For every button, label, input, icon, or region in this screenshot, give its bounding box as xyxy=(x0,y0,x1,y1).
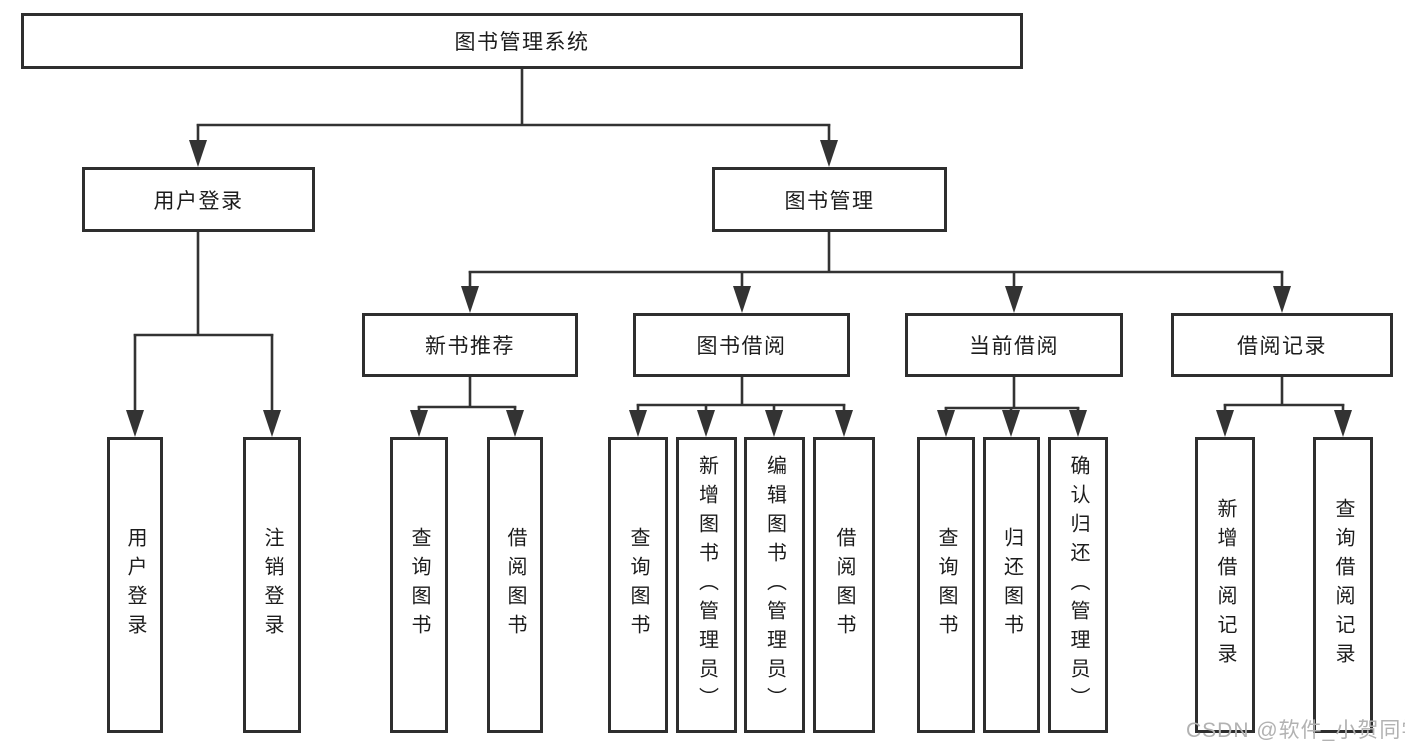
leaf-borrowing-add-books: 新增图书（管理员） xyxy=(676,437,737,733)
leaf-user-login: 用户登录 xyxy=(107,437,163,733)
node-library-system-label: 图书管理系统 xyxy=(454,31,590,54)
leaf-borrowing-borrow-books-label: 借阅图书 xyxy=(833,527,855,643)
leaf-logout-label: 注销登录 xyxy=(261,527,283,643)
csdn-watermark: CSDN @软件_小贺同学 xyxy=(1186,719,1405,742)
leaf-current-confirm-return: 确认归还（管理员） xyxy=(1048,437,1108,733)
leaf-current-confirm-return-label: 确认归还（管理员） xyxy=(1067,454,1089,716)
leaf-borrowing-query-books: 查询图书 xyxy=(608,437,668,733)
leaf-user-login-label: 用户登录 xyxy=(124,527,146,643)
leaf-records-add-record: 新增借阅记录 xyxy=(1195,437,1255,733)
leaf-borrowing-query-books-label: 查询图书 xyxy=(627,527,649,643)
leaf-borrowing-edit-books: 编辑图书（管理员） xyxy=(744,437,805,733)
node-user-login-label: 用户登录 xyxy=(153,189,244,213)
node-library-system: 图书管理系统 xyxy=(21,13,1023,69)
node-borrowing-records: 借阅记录 xyxy=(1171,313,1393,377)
leaf-records-query-record: 查询借阅记录 xyxy=(1313,437,1373,733)
leaf-current-return-books: 归还图书 xyxy=(983,437,1040,733)
leaf-current-query-books-label: 查询图书 xyxy=(935,527,957,643)
node-new-book-recommend: 新书推荐 xyxy=(362,313,578,377)
leaf-newbook-borrow-books: 借阅图书 xyxy=(487,437,543,733)
node-book-borrowing: 图书借阅 xyxy=(633,313,850,377)
node-book-borrowing-label: 图书借阅 xyxy=(696,335,787,358)
node-borrowing-records-label: 借阅记录 xyxy=(1237,335,1327,358)
leaf-newbook-query-books: 查询图书 xyxy=(390,437,448,733)
leaf-borrowing-edit-books-label: 编辑图书（管理员） xyxy=(763,454,786,716)
leaf-current-query-books: 查询图书 xyxy=(917,437,975,733)
leaf-newbook-borrow-books-label: 借阅图书 xyxy=(504,527,526,643)
node-current-borrowing: 当前借阅 xyxy=(905,313,1123,377)
leaf-current-return-books-label: 归还图书 xyxy=(1000,527,1023,643)
leaf-records-query-record-label: 查询借阅记录 xyxy=(1332,498,1354,672)
node-book-management-label: 图书管理 xyxy=(784,189,875,213)
node-new-book-recommend-label: 新书推荐 xyxy=(425,335,515,358)
leaf-borrowing-add-books-label: 新增图书（管理员） xyxy=(695,454,718,716)
leaf-records-add-record-label: 新增借阅记录 xyxy=(1214,498,1236,672)
node-book-management: 图书管理 xyxy=(712,167,947,232)
leaf-newbook-query-books-label: 查询图书 xyxy=(408,527,430,643)
node-current-borrowing-label: 当前借阅 xyxy=(969,335,1059,358)
leaf-borrowing-borrow-books: 借阅图书 xyxy=(813,437,875,733)
leaf-logout: 注销登录 xyxy=(243,437,301,733)
node-user-login: 用户登录 xyxy=(82,167,315,232)
